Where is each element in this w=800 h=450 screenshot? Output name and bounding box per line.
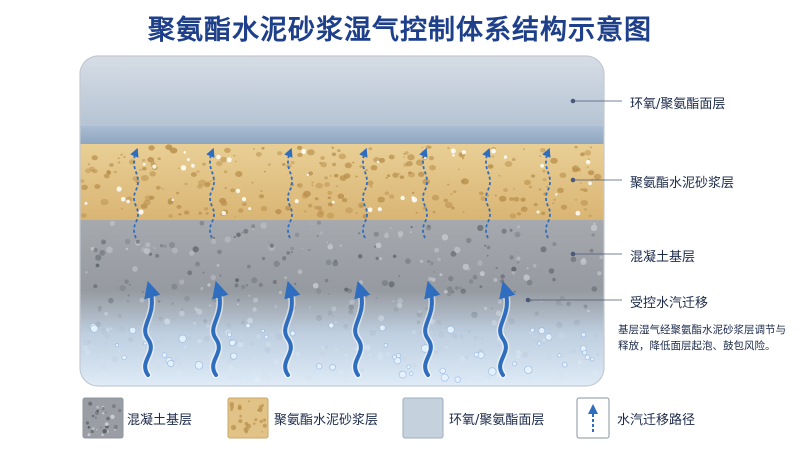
- epoxy-layer-face: [80, 126, 604, 144]
- moisture-path-arrows: [130, 147, 551, 239]
- epoxy-layer: [80, 56, 604, 130]
- legend-label-moisture-path: 水汽迁移路径: [617, 413, 696, 428]
- legend-label-epoxy: 环氧/聚氨酯面层: [449, 413, 545, 428]
- label-moisture-migration: 受控水汽迁移: [630, 296, 709, 311]
- description-note: 基层湿气经聚氨酯水泥砂浆层调节与释放，降低面层起泡、鼓包风险。: [618, 324, 786, 352]
- label-mortar-layer: 聚氨酯水泥砂浆层: [630, 176, 735, 191]
- moisture-rising-arrows: [141, 280, 516, 379]
- page-title: 聚氨酯水泥砂浆湿气控制体系结构示意图: [148, 15, 652, 46]
- legend-label-concrete: 混凝土基层: [127, 413, 193, 428]
- legend-swatch-art: [82, 397, 610, 439]
- label-epoxy-layer: 环氧/聚氨酯面层: [630, 97, 726, 112]
- leader-lines: [528, 100, 622, 301]
- legend-label-mortar: 聚氨酯水泥砂浆层: [274, 413, 379, 428]
- moisture-zone: [80, 290, 604, 386]
- label-concrete-layer: 混凝土基层: [630, 250, 696, 265]
